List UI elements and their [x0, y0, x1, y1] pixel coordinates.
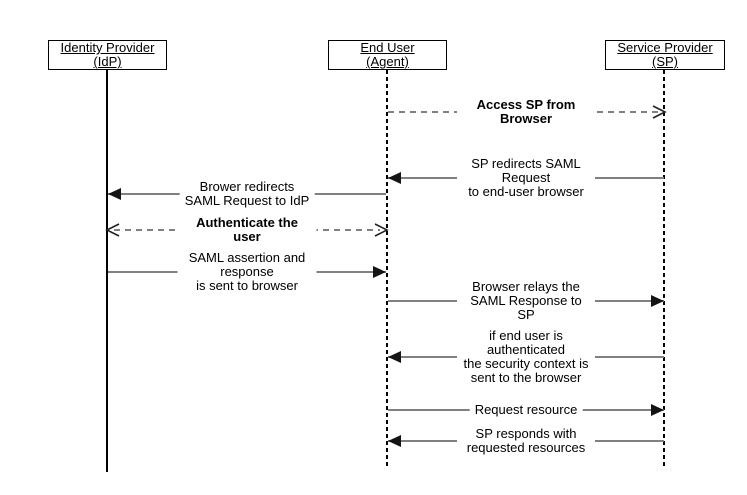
open-arrowhead-left-icon — [105, 223, 120, 237]
open-arrowhead-right-icon — [652, 105, 667, 119]
actor-name: End User — [360, 40, 415, 55]
actor-alias: (Agent) — [366, 54, 409, 69]
actor-name: Identity Provider — [60, 40, 155, 55]
open-arrowhead-right-icon — [374, 223, 389, 237]
message-label: SP redirects SAML Request to end-user br… — [457, 157, 595, 199]
message-label: if end user is authenticated the securit… — [457, 329, 595, 385]
actor-alias: (SP) — [652, 54, 678, 69]
actor-box-service-provider: Service Provider (SP) — [605, 40, 725, 70]
filled-arrowhead-left-icon — [388, 435, 401, 447]
filled-arrowhead-left-icon — [388, 172, 401, 184]
message-label: Authenticate the user — [177, 216, 317, 244]
actor-box-end-user: End User (Agent) — [328, 40, 447, 70]
actor-alias: (IdP) — [93, 54, 122, 69]
message-label: Brower redirects SAML Request to IdP — [179, 180, 315, 208]
filled-arrowhead-right-icon — [651, 295, 664, 307]
filled-arrowhead-left-icon — [388, 351, 401, 363]
message-label: Browser relays the SAML Response to SP — [457, 280, 595, 322]
actor-name: Service Provider — [617, 40, 713, 55]
actor-box-identity-provider: Identity Provider (IdP) — [48, 40, 167, 70]
message-label: SP responds with requested resources — [457, 427, 595, 455]
lifeline-service-provider — [663, 70, 665, 467]
lifeline-identity-provider — [106, 70, 108, 472]
message-label: Request resource — [469, 403, 583, 417]
filled-arrowhead-left-icon — [108, 188, 121, 200]
message-label: Access SP from Browser — [457, 98, 595, 126]
filled-arrowhead-right-icon — [651, 404, 664, 416]
message-label: SAML assertion and response is sent to b… — [177, 251, 317, 293]
lifeline-end-user — [386, 70, 388, 467]
filled-arrowhead-right-icon — [373, 266, 386, 278]
